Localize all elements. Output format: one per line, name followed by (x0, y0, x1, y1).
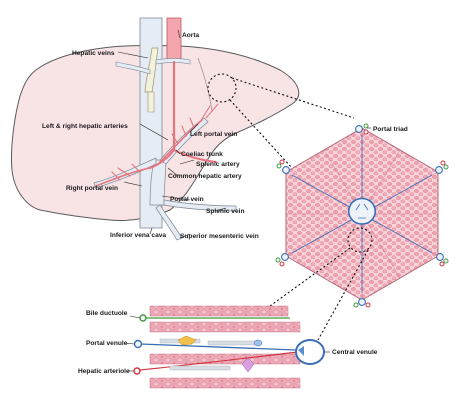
portal-triad-bottom (353, 298, 371, 308)
aorta (166, 17, 182, 63)
label-aorta: Aorta (182, 32, 200, 39)
liver-leader-lines (117, 29, 227, 239)
label-bile-ductuole: Bile ductuole (86, 310, 128, 317)
stellate-cell (241, 357, 255, 373)
label-common-hepatic-artery: Common hepatic artery (168, 173, 242, 180)
portal-venule-end (133, 339, 143, 349)
portal-venule (139, 343, 297, 351)
label-splenic-artery: Splenic artery (196, 161, 240, 168)
hepatic-arteriole-end (133, 367, 141, 375)
hepatocyte-row (149, 321, 301, 333)
sinusoid-detail (133, 305, 325, 389)
hepatocyte-row (149, 353, 301, 365)
label-right-portal-vein: Right portal vein (66, 185, 118, 192)
central-vein (347, 197, 377, 225)
label-portal-venule: Portal venule (86, 340, 128, 347)
portal-triad-top-right (435, 160, 449, 174)
portal-triads (275, 123, 449, 308)
label-coeliac-trunk: Coeliac trunk (181, 151, 223, 158)
hepatic-arteries (95, 60, 219, 187)
hepatocyte-row (149, 305, 289, 317)
hepatic-arteriole (139, 351, 299, 371)
liver-lobule (285, 127, 439, 301)
label-superior-mesenteric-vein: Superior mesenteric vein (180, 233, 259, 240)
liver-zoom-circle (207, 73, 237, 103)
label-left-portal-vein: Left portal vein (190, 131, 237, 138)
zoom-callouts (207, 73, 355, 169)
label-inferior-vena-cava: Inferior vena cava (110, 232, 166, 239)
portal-triad-top (355, 123, 369, 135)
blood-cell (253, 339, 263, 347)
label-splenic-vein: Splenic vein (206, 208, 244, 215)
portal-triad-top-left (276, 159, 290, 174)
label-central-venule: Central venule (332, 349, 378, 356)
label-portal-vein: Portal vein (170, 196, 204, 203)
zoom-callouts-lower (269, 227, 373, 341)
lobule-zoom-circle (347, 227, 373, 253)
portal-triad-bottom-left (275, 253, 289, 267)
hepatocyte-row (149, 377, 301, 389)
label-hepatic-arteriole: Hepatic arteriole (78, 368, 130, 375)
kupffer-cell (177, 335, 197, 346)
label-left-right-hepatic-arteries: Left & right hepatic arteries (42, 123, 128, 130)
label-hepatic-veins: Hepatic veins (72, 50, 115, 57)
label-portal-triad: Portal triad (373, 126, 408, 133)
bile-ductule-end (139, 314, 147, 322)
portal-triad-bottom-right (436, 253, 449, 267)
hepatic-veins (115, 47, 191, 113)
